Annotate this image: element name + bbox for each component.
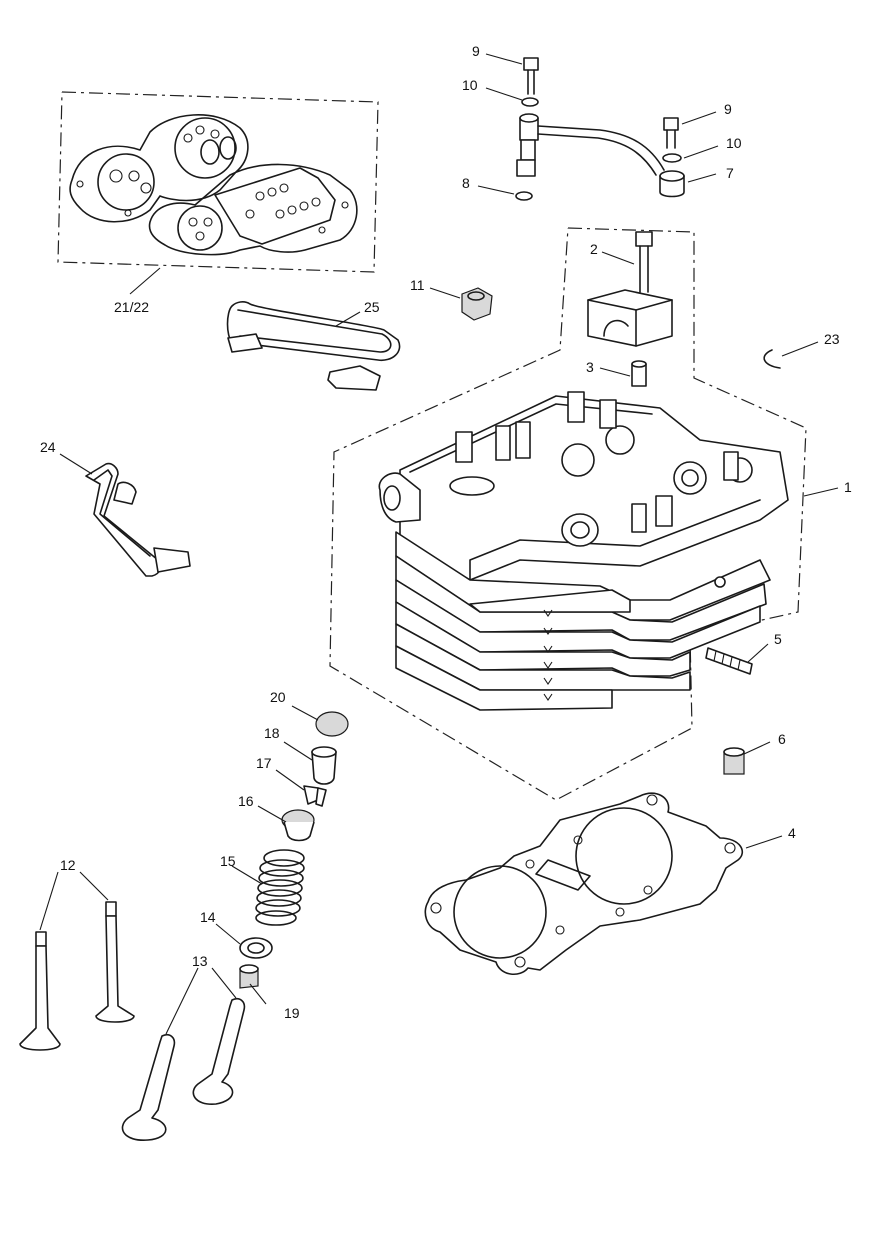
callout-23: 23 xyxy=(824,331,840,347)
camshaft-cap xyxy=(587,289,673,347)
callout-18: 18 xyxy=(264,725,280,741)
callout-12: 12 xyxy=(60,857,76,873)
callout-5: 5 xyxy=(774,631,782,647)
callout-11: 11 xyxy=(410,277,425,293)
callout-7: 7 xyxy=(726,165,734,181)
head-gasket-4 xyxy=(424,792,744,975)
callout-19: 19 xyxy=(284,1005,300,1021)
nut-11 xyxy=(461,287,493,321)
head-assembly-outline xyxy=(329,227,807,801)
retainer-16 xyxy=(281,809,315,842)
callout-16: 16 xyxy=(238,793,254,809)
bolt-2 xyxy=(635,231,653,293)
callout-labels: 9 10 8 9 10 7 11 2 3 23 1 5 6 4 21/22 25… xyxy=(40,43,852,1021)
shim-20 xyxy=(315,711,349,737)
gasket-set-21-22 xyxy=(57,91,379,273)
inlet-valves-12 xyxy=(19,901,135,1051)
cylinder-head xyxy=(378,391,789,711)
callout-1: 1 xyxy=(844,479,852,495)
oil-feed-pipe-assembly xyxy=(515,57,685,201)
callout-17: 17 xyxy=(256,755,272,771)
collets-17 xyxy=(303,785,327,807)
callout-2: 2 xyxy=(590,241,598,257)
cover-gasket-25 xyxy=(226,301,401,391)
spring-seat-14 xyxy=(239,937,273,959)
callout-24: 24 xyxy=(40,439,56,455)
callout-4: 4 xyxy=(788,825,796,841)
dowel-3 xyxy=(631,360,647,387)
callout-21-22: 21/22 xyxy=(114,299,149,315)
leader-lines xyxy=(39,53,839,1035)
circlip-23 xyxy=(763,349,781,369)
stem-seal-19 xyxy=(239,964,259,989)
callout-3: 3 xyxy=(586,359,594,375)
gasket-24 xyxy=(85,462,191,577)
stud-5 xyxy=(705,647,753,675)
callout-10-right: 10 xyxy=(726,135,742,151)
callout-6: 6 xyxy=(778,731,786,747)
exhaust-valves-13 xyxy=(121,997,246,1141)
callout-10-upper-left: 10 xyxy=(462,77,478,93)
callout-25: 25 xyxy=(364,299,380,315)
callout-8: 8 xyxy=(462,175,470,191)
callout-20: 20 xyxy=(270,689,286,705)
callout-9-upper-left: 9 xyxy=(472,43,480,59)
spring-15 xyxy=(255,849,305,926)
bucket-18 xyxy=(311,746,337,785)
dowel-6 xyxy=(723,747,745,775)
callout-13: 13 xyxy=(192,953,208,969)
callout-9-right: 9 xyxy=(724,101,732,117)
callout-14: 14 xyxy=(200,909,216,925)
callout-15: 15 xyxy=(220,853,236,869)
